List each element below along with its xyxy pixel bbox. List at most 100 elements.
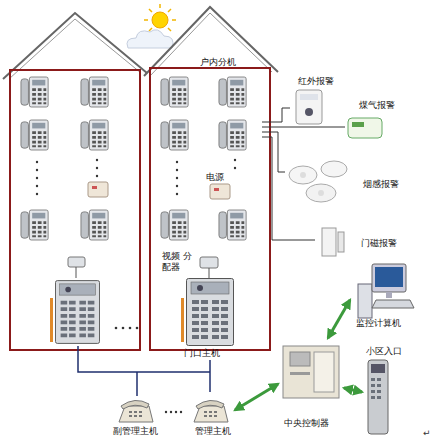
- node-label: 烟感报警: [363, 179, 399, 190]
- door-magnet-part: [338, 232, 344, 252]
- ellipsis-dots: [96, 175, 98, 177]
- indoor-phones: [21, 77, 246, 240]
- ellipsis-dots: [96, 167, 98, 169]
- node-label: 红外报警: [298, 76, 334, 87]
- sun: [152, 12, 168, 28]
- video-distributors: [68, 257, 218, 278]
- door: [50, 298, 53, 342]
- ellipsis-dots: [36, 159, 236, 413]
- door-units: [50, 279, 234, 346]
- node-label: 户内分机: [200, 57, 236, 68]
- ellipsis-dots: [36, 193, 38, 195]
- detector-center: [300, 172, 306, 178]
- detector-lens: [305, 108, 313, 116]
- connector: [262, 137, 315, 240]
- ellipsis-dots: [234, 159, 236, 161]
- ellipsis-dots: [96, 159, 98, 161]
- ellipsis-dots: [36, 185, 38, 187]
- node-label: 副管理主机: [113, 426, 158, 437]
- ellipsis-dots: [176, 193, 178, 195]
- indoor-phone: [219, 120, 246, 150]
- connector: [262, 108, 290, 122]
- node-label: 门磁报警: [361, 238, 397, 249]
- management-phone: [194, 400, 228, 422]
- smoke-alarm: 烟感报警: [285, 155, 405, 205]
- sun-rays: [172, 19, 176, 21]
- infrared-detector: [296, 90, 322, 124]
- power-led: [92, 186, 97, 189]
- node-label: 电源: [206, 172, 224, 183]
- door-magnet-alarm: 门磁报警: [315, 222, 407, 260]
- infrared-alarm: 红外报警: [290, 76, 340, 126]
- sun-rays: [168, 9, 171, 12]
- gas-alarm: 煤气报警: [345, 100, 407, 142]
- ellipsis-dots: [36, 177, 38, 179]
- ellipsis-dots: [165, 411, 167, 413]
- sun-rays: [168, 28, 171, 31]
- connector: [344, 388, 362, 392]
- door-unit: [55, 281, 99, 344]
- connector: [209, 360, 211, 392]
- connector: [328, 300, 350, 338]
- indoor-unit-group: 户内分机: [198, 55, 262, 155]
- connector: [235, 384, 278, 410]
- management-unit: 管理主机: [185, 392, 235, 438]
- ellipsis-dots: [175, 411, 177, 413]
- indoor-phone: [81, 120, 108, 150]
- video-distributor: [200, 257, 218, 268]
- entrance-unit: [368, 360, 388, 434]
- video-distributor-box: 视频 分配器: [160, 250, 222, 274]
- central-controller: [283, 346, 339, 398]
- monitor-stand: [386, 292, 392, 298]
- ellipsis-dots: [176, 177, 178, 179]
- sun-rays: [149, 9, 152, 12]
- ellipsis-dots: [176, 185, 178, 187]
- ellipsis-dots: [122, 327, 125, 330]
- gas-detector: [348, 118, 382, 138]
- sub-management-unit: 副管理主机: [110, 392, 162, 438]
- indoor-phone: [219, 77, 246, 107]
- gas-detector-panel: [352, 122, 364, 127]
- sun-rays: [144, 19, 148, 21]
- door: [181, 298, 184, 342]
- ellipsis-dots: [176, 169, 178, 171]
- entrance-screen: [371, 364, 385, 373]
- management-phone: [119, 400, 153, 422]
- ellipsis-dots: [176, 161, 178, 163]
- video-distributor: [68, 257, 85, 267]
- indoor-phone: [21, 77, 48, 107]
- door-unit: [187, 279, 234, 346]
- node-label: 视频 分配器: [162, 251, 196, 273]
- door-magnet: [322, 228, 336, 256]
- ellipsis-dots: [115, 327, 118, 330]
- sun-rays: [159, 4, 161, 8]
- building-wall: [10, 70, 140, 350]
- monitoring-computer-box: 监控计算机: [350, 260, 415, 330]
- roof: [144, 7, 278, 76]
- building-wall: [150, 68, 270, 350]
- ellipsis-dots: [129, 327, 132, 330]
- node-label: 中央控制器: [284, 418, 329, 429]
- community-entrance: [368, 360, 388, 434]
- node-label: 门口主机: [184, 348, 220, 359]
- connector: [262, 132, 285, 172]
- controller-panel: [290, 352, 310, 366]
- indoor-phone: [21, 210, 48, 240]
- alarm-devices: [289, 90, 382, 256]
- node-label: 小区入口: [366, 346, 402, 357]
- ellipsis-dots: [180, 411, 182, 413]
- node-label: 管理主机: [195, 426, 231, 437]
- controller-box: [283, 346, 339, 398]
- smoke-detector: [306, 184, 336, 202]
- monitoring-computer: [358, 264, 414, 318]
- right-building: [144, 7, 278, 350]
- connector: [262, 127, 345, 128]
- node-label: 煤气报警: [359, 100, 395, 111]
- left-building: [3, 13, 147, 350]
- cloud: [127, 30, 173, 48]
- ellipsis-dots: [36, 169, 38, 171]
- power-led: [214, 188, 219, 191]
- computer-tower: [358, 284, 372, 318]
